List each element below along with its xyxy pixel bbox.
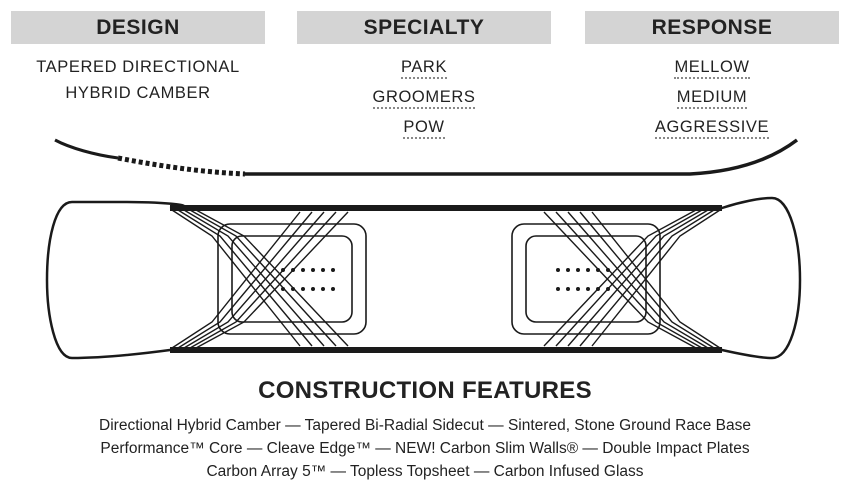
profile-base-line <box>245 138 799 176</box>
specialty-option-park: PARK <box>400 57 448 79</box>
design-values: TAPERED DIRECTIONAL HYBRID CAMBER <box>11 54 265 106</box>
response-option-mellow: MELLOW <box>674 57 750 79</box>
response-options: MELLOW MEDIUM AGGRESSIVE <box>585 54 839 144</box>
binding-plate-front <box>217 223 367 335</box>
snowboard-illustration <box>45 138 802 360</box>
response-option-medium: MEDIUM <box>676 87 748 109</box>
carbon-array-tail <box>543 209 721 349</box>
specialty-options: PARK GROOMERS POW <box>297 54 551 144</box>
response-option-aggressive: AGGRESSIVE <box>654 117 770 139</box>
features-line: Directional Hybrid Camber — Tapered Bi-R… <box>99 417 751 434</box>
binding-plate-rear <box>511 223 661 335</box>
specialty-option-pow: POW <box>403 117 445 139</box>
features-line: Performance™ Core — Cleave Edge™ — NEW! … <box>100 440 750 457</box>
board-profile <box>54 138 799 177</box>
profile-camber-hatch <box>117 155 246 177</box>
design-value: TAPERED DIRECTIONAL <box>36 58 240 76</box>
profile-nose-segment <box>54 138 119 160</box>
specialty-heading: SPECIALTY <box>297 11 551 44</box>
insert-holes-rear <box>556 268 610 291</box>
design-heading: DESIGN <box>11 11 265 44</box>
features-line: Carbon Array 5™ — Topless Topsheet — Car… <box>206 463 644 480</box>
design-value: HYBRID CAMBER <box>65 84 211 102</box>
board-outline <box>45 196 802 360</box>
specialty-option-groomers: GROOMERS <box>372 87 476 109</box>
insert-holes-front <box>281 268 335 291</box>
response-heading: RESPONSE <box>585 11 839 44</box>
construction-features-title: CONSTRUCTION FEATURES <box>258 377 592 404</box>
construction-features-list: Directional Hybrid Camber — Tapered Bi-R… <box>0 414 850 483</box>
carbon-array-nose <box>171 209 349 349</box>
